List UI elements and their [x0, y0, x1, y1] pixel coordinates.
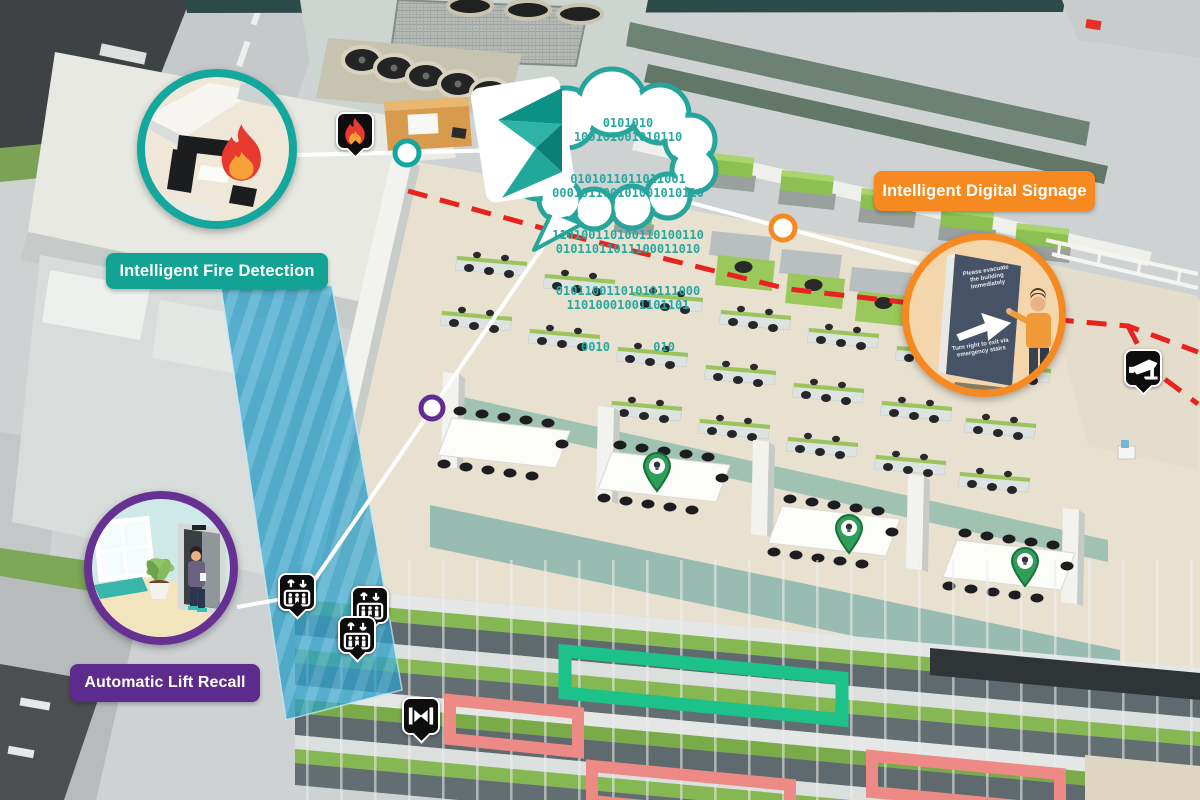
salmon-accent-frame: [866, 749, 1066, 800]
fire-detection-label: Intelligent Fire Detection: [106, 253, 328, 289]
folded-ribbon-logo-icon: [470, 76, 576, 203]
barrier-gate-badge: [402, 697, 440, 744]
digital-signage-callout: Please evacuate the building immediately…: [902, 233, 1066, 397]
line-cloud-to-signage: [665, 194, 935, 270]
lift-badge-3: [338, 616, 376, 663]
node-teal: [392, 138, 422, 168]
exit-marker: [1085, 18, 1102, 31]
person-at-sign: [1006, 288, 1051, 388]
flame-icon: [345, 117, 365, 146]
direction-arrow-icon: [956, 312, 1012, 342]
potted-plant: [146, 558, 175, 599]
lift-recall-callout: [84, 491, 238, 645]
salmon-accent-frame: [444, 693, 584, 759]
elevator-icon: [343, 622, 371, 650]
person-exiting-lift: [188, 546, 207, 612]
cloud-tail: [532, 210, 584, 252]
facade: [295, 560, 1200, 800]
lift-badge-1: [278, 573, 316, 620]
fire-alarm-badge: [336, 112, 374, 159]
node-purple: [418, 394, 446, 422]
lift-recall-label: Automatic Lift Recall: [70, 664, 260, 702]
glass-bands: [626, 22, 1108, 184]
flame-icon: [221, 124, 261, 181]
digital-signage-label: Intelligent Digital Signage: [874, 171, 1095, 211]
salmon-accent-frame: [586, 759, 796, 800]
node-orange: [768, 213, 798, 243]
railing: [1045, 238, 1199, 290]
cctv-badge: [1124, 349, 1162, 396]
fire-detection-callout: [137, 69, 297, 229]
bench: [94, 577, 148, 599]
security-gate-icon: [408, 707, 434, 725]
cctv-camera-icon: [1129, 359, 1158, 380]
digital-sign-screen: [946, 254, 1021, 386]
roof-top-right: [1062, 0, 1200, 58]
cloud-bubble: [470, 66, 719, 252]
green-accent-frame: [558, 643, 849, 728]
